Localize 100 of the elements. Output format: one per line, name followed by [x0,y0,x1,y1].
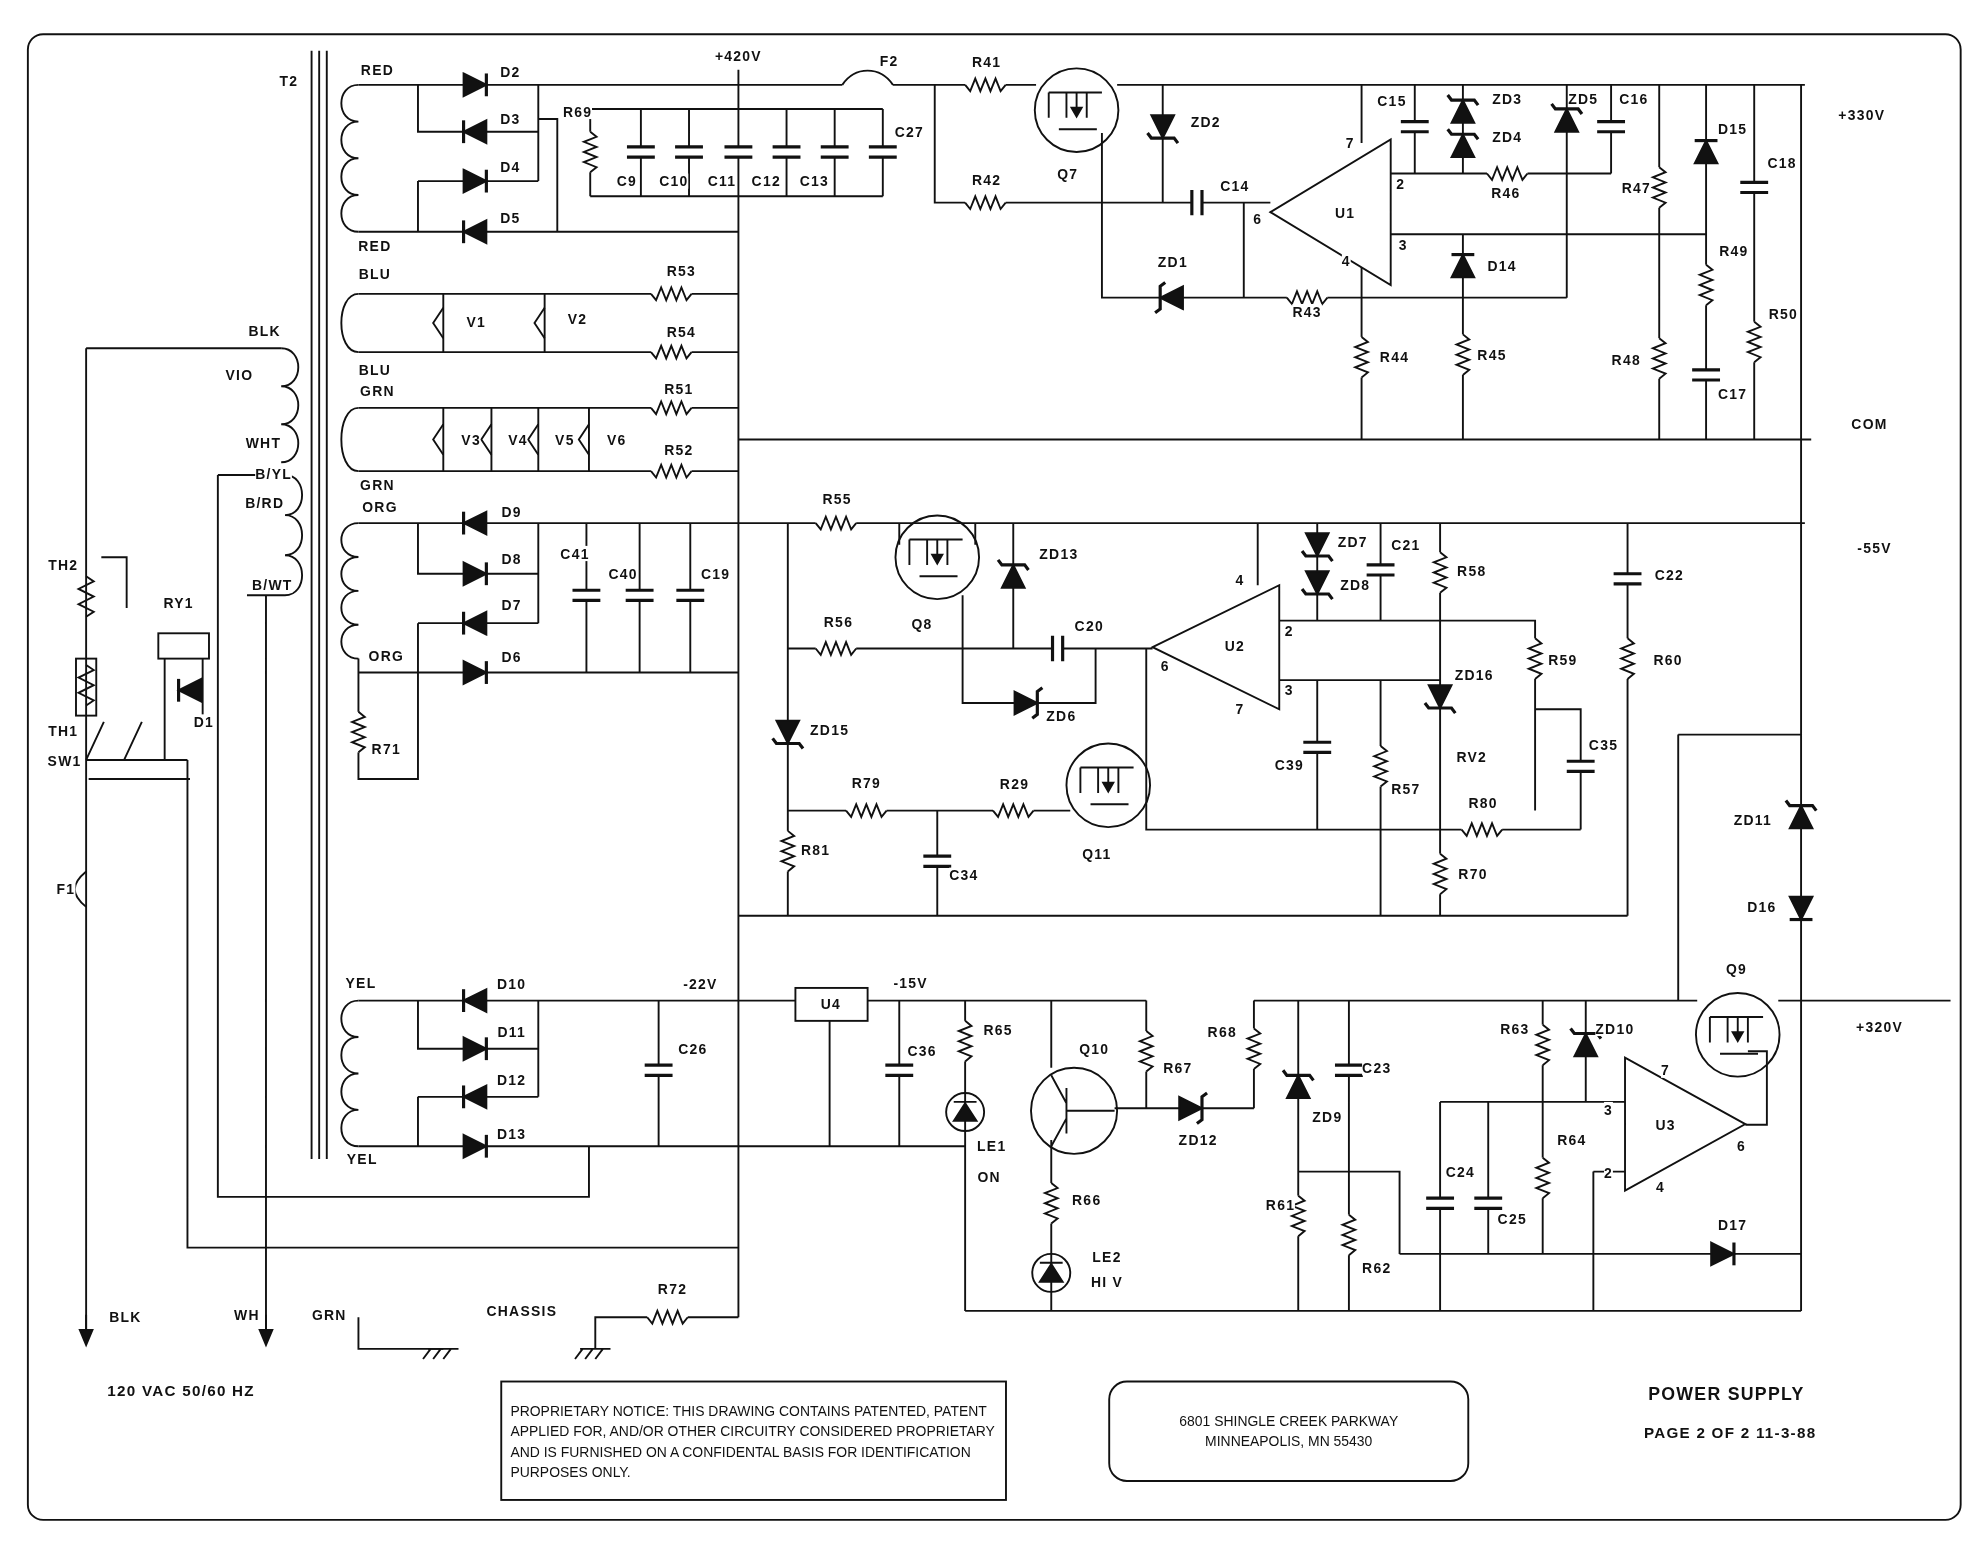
component-label: R43 [1292,304,1322,320]
component-label: R59 [1548,652,1578,668]
component-label: B/YL [255,466,292,482]
component-label: RED [360,62,395,78]
component-label: C17 [1718,386,1748,402]
component-label: D3 [500,111,521,127]
component-label: ZD5 [1568,91,1599,107]
component-label: 120 VAC 50/60 HZ [107,1383,255,1399]
component-label: BLK [248,323,281,339]
component-label: TH2 [48,557,79,573]
component-label: C13 [799,173,830,189]
component-label: C36 [907,1043,937,1059]
component-label: -15V [893,975,928,991]
component-label: BLU [358,266,392,282]
component-label: R67 [1163,1060,1193,1076]
component-label: R45 [1477,347,1507,363]
component-label: YEL [345,975,377,991]
component-label: RV2 [1456,749,1488,765]
component-label: D4 [500,159,521,175]
component-label: ZD12 [1178,1132,1218,1148]
component-label: R53 [666,263,697,279]
component-label: D5 [500,210,521,226]
component-label: Q10 [1079,1041,1110,1057]
component-label: U1 [1334,205,1356,221]
component-label: R72 [657,1281,688,1297]
component-label: R64 [1557,1132,1587,1148]
component-label: ZD3 [1492,91,1523,107]
component-label: C23 [1362,1060,1392,1076]
component-label: Q9 [1725,961,1748,977]
component-label: 6 [1253,211,1263,227]
component-label: 4 [1235,572,1245,588]
component-label: C21 [1391,537,1421,553]
component-label: D12 [497,1072,527,1088]
component-label: C41 [560,545,590,562]
component-label: COM [1851,416,1888,432]
component-label: ZD9 [1312,1109,1343,1125]
component-label: 2 [1396,176,1406,192]
component-label: R54 [666,324,697,340]
component-label: ORG [368,648,405,664]
component-label: ZD1 [1157,254,1188,270]
component-label: Q8 [911,616,933,632]
component-label: ZD8 [1340,577,1371,593]
address-text: MINNEAPOLIS, MN 55430 [1205,1432,1373,1451]
component-label: C34 [949,867,979,883]
component-label: D13 [497,1126,527,1142]
component-label: C39 [1274,757,1305,773]
component-label: C18 [1767,155,1797,171]
component-label: R49 [1719,243,1749,259]
component-label: 2 [1604,1165,1614,1181]
component-label: 7 [1661,1062,1671,1078]
component-label: U3 [1655,1117,1676,1133]
component-label: F2 [879,53,899,69]
component-label: 3 [1284,682,1294,698]
component-label: D9 [501,504,522,520]
component-label: -22V [683,976,718,992]
component-label: HI V [1090,1274,1124,1290]
component-label: CHASSIS [486,1303,558,1319]
component-label: R55 [822,491,852,507]
component-label: WHT [245,435,282,451]
component-label: D11 [497,1024,526,1040]
component-label: R58 [1457,563,1487,579]
component-label: D15 [1718,121,1748,137]
component-label: C35 [1588,737,1619,753]
component-label: RED [358,238,392,254]
notice-text: PROPRIETARY NOTICE: THIS DRAWING CONTAINS PATENTED, PATENT APPLIED FOR, AND/OR OTHER CIRCUITRY CONSIDERED PROPRIETARY AND IS FURNISHED ON A CONFIDENTAL BASIS FOR IDENTIFICATION PURPOSES ONLY. [510,1401,996,1481]
component-label: D10 [497,976,527,992]
component-label: R51 [664,381,694,397]
component-label: ZD7 [1337,534,1368,550]
component-label: SW1 [47,753,82,769]
component-label: B/WT [252,577,293,593]
component-label: 7 [1345,135,1355,151]
component-label: GRN [360,477,395,493]
component-label: ZD16 [1454,667,1494,683]
component-label: 2 [1284,623,1294,639]
component-label: +420V [714,48,762,64]
component-label: C9 [616,173,638,189]
diagram-title: POWER SUPPLY [1648,1385,1805,1401]
component-label: C22 [1654,567,1685,583]
component-label: 4 [1341,253,1351,269]
component-label: 7 [1235,701,1245,717]
component-label: GRN [311,1307,347,1323]
component-label: 4 [1655,1179,1665,1195]
component-label: R44 [1379,349,1410,365]
component-label: R62 [1362,1260,1392,1276]
address-box [1108,1380,1470,1482]
component-label: R57 [1391,781,1421,797]
component-label: R79 [851,775,882,791]
component-label: R41 [972,54,1002,70]
component-label: D17 [1718,1217,1748,1233]
component-label: V2 [567,311,588,327]
component-label: D1 [193,714,215,730]
component-label: YEL [346,1151,378,1167]
component-label: R81 [801,842,831,858]
component-label: ZD4 [1492,129,1523,145]
component-label: C10 [659,173,689,189]
component-label: C27 [894,124,925,140]
component-label: BLU [358,362,392,378]
component-label: R60 [1653,652,1683,668]
component-label: ZD2 [1190,114,1221,130]
component-label: C16 [1619,91,1649,107]
